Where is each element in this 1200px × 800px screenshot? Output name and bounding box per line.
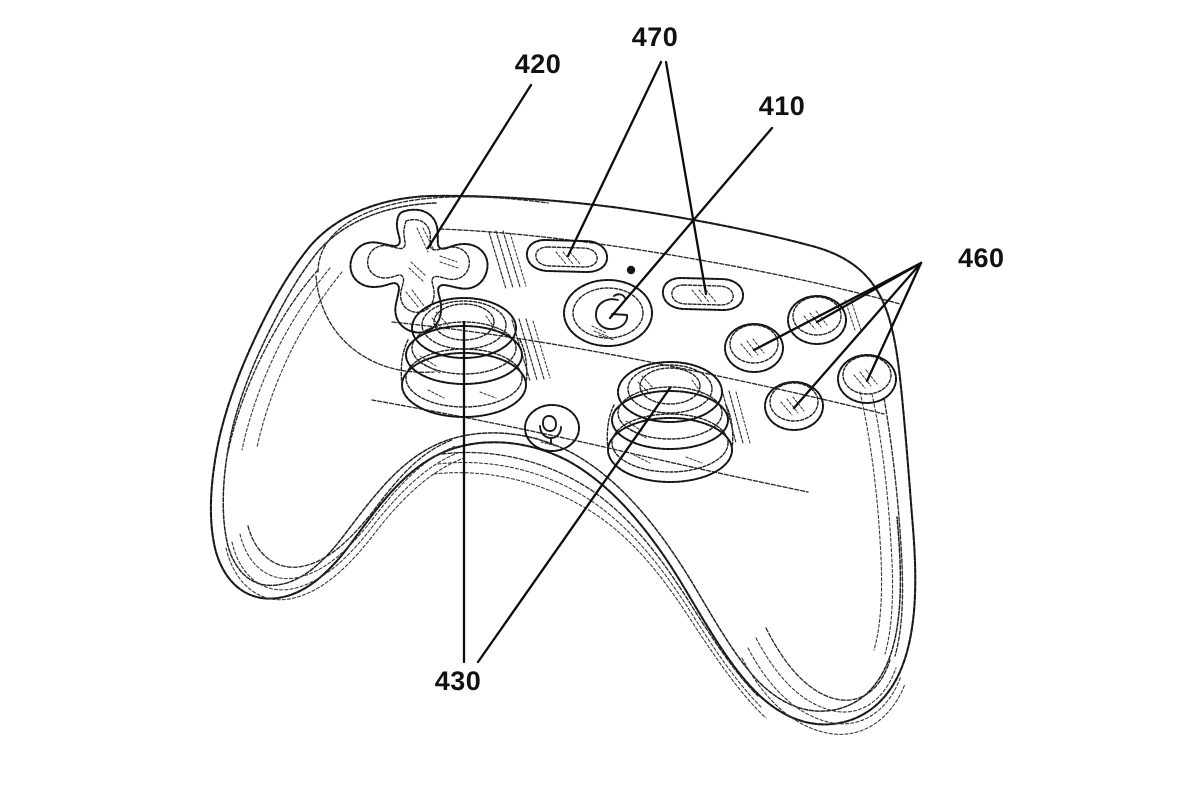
option-button-right-inner xyxy=(671,284,734,306)
left-grip-contours xyxy=(225,267,465,601)
option-button-left-inner xyxy=(535,246,598,268)
right-grip-contours xyxy=(741,391,906,735)
right-thumbstick-shading xyxy=(625,375,703,464)
left-grip-contour-2 xyxy=(241,267,331,451)
faceplate-parting-line-lower xyxy=(371,399,809,493)
right-thumbstick-cap-inner xyxy=(627,364,713,414)
dpad-outer-cross[interactable] xyxy=(349,208,489,334)
leader-line-430-right xyxy=(476,386,672,664)
left-grip-contour-1 xyxy=(227,269,319,453)
face-button-top-inner xyxy=(792,296,842,336)
microphone-icon xyxy=(539,415,562,444)
right-thumbstick-dish xyxy=(639,367,701,405)
controller-body-outline xyxy=(209,194,917,726)
leader-line-460-c xyxy=(865,261,923,383)
left-grip-ridge-1 xyxy=(247,439,453,568)
ref-label-410: 410 xyxy=(759,91,806,121)
leader-line-460-d xyxy=(792,261,923,410)
option-buttons[interactable] xyxy=(525,239,745,311)
left-thumbstick-shading xyxy=(419,311,497,399)
assistant-logo-glyph xyxy=(595,293,629,330)
face-button-left[interactable] xyxy=(724,323,784,373)
right-thumbstick-cap[interactable] xyxy=(617,361,723,423)
assistant-button-shading xyxy=(591,325,615,341)
face-button-left-inner xyxy=(729,324,779,364)
right-thumbstick[interactable] xyxy=(606,361,734,483)
controller-body xyxy=(209,194,917,735)
shell-shading-hatching xyxy=(488,230,862,444)
left-grip-ridge-2 xyxy=(239,445,457,580)
face-button-top-outline[interactable] xyxy=(787,295,847,345)
right-thumbstick-shaft-left xyxy=(606,404,615,451)
saddle-contour-1 xyxy=(441,451,759,697)
assistant-button-outer-ring[interactable] xyxy=(563,279,653,347)
ref-label-470: 470 xyxy=(632,22,679,52)
leader-line-460-b xyxy=(815,261,923,324)
left-grip-ridge-3 xyxy=(231,451,461,591)
right-thumbstick-mid-ring xyxy=(611,390,729,450)
right-grip-contour-3 xyxy=(859,391,883,651)
right-grip-ridge-2 xyxy=(755,637,897,713)
leader-line-470-left xyxy=(566,60,663,258)
leader-line-470-right xyxy=(664,60,708,296)
right-thumbstick-shaft-right xyxy=(725,404,734,451)
dpad-shading xyxy=(405,227,459,309)
left-thumbstick-shaft-right xyxy=(519,339,528,386)
face-buttons[interactable] xyxy=(724,295,897,431)
option-button-left-outline[interactable] xyxy=(525,239,609,273)
status-dot xyxy=(626,265,636,275)
face-button-top[interactable] xyxy=(787,295,847,345)
right-thumbstick-base-inner xyxy=(611,413,729,473)
assistant-button-inner-ring xyxy=(572,287,644,339)
deck-crease-left xyxy=(315,275,435,373)
option-button-right[interactable] xyxy=(661,277,745,311)
directional-pad[interactable] xyxy=(349,208,489,334)
face-button-right-outline[interactable] xyxy=(837,354,897,404)
reference-numerals: 420 470 410 460 430 xyxy=(435,22,1005,696)
ref-label-430: 430 xyxy=(435,666,482,696)
leader-lines xyxy=(426,60,923,664)
left-grip-ridge-4 xyxy=(225,457,465,601)
assistant-button[interactable] xyxy=(563,279,653,347)
dpad-inner-cross xyxy=(366,218,471,314)
ref-label-460: 460 xyxy=(958,243,1005,273)
microphone-button[interactable] xyxy=(524,404,580,452)
face-button-bottom[interactable] xyxy=(764,381,824,431)
leader-line-410 xyxy=(608,126,774,320)
saddle-contour-3 xyxy=(433,472,767,719)
right-grip-contour-1 xyxy=(883,397,904,657)
left-thumbstick-shaft-left xyxy=(400,339,409,386)
right-grip-ridge-4 xyxy=(741,657,906,735)
faceplate-parting-line-upper xyxy=(439,228,901,305)
saddle-contour-2 xyxy=(437,461,763,709)
microphone-button-shading xyxy=(535,437,557,447)
left-grip-contour-3 xyxy=(256,271,343,448)
face-button-bottom-outline[interactable] xyxy=(764,381,824,431)
face-button-bottom-inner xyxy=(769,382,819,422)
right-grip-contour-2 xyxy=(871,393,894,655)
face-button-right[interactable] xyxy=(837,354,897,404)
right-grip-ridge-3 xyxy=(747,647,902,725)
microphone-button-ring[interactable] xyxy=(524,404,580,452)
face-button-left-outline[interactable] xyxy=(724,323,784,373)
upper-deck-edge-left xyxy=(317,196,549,273)
controller-body-inner-edge xyxy=(222,202,902,712)
face-button-right-inner xyxy=(842,355,892,395)
right-grip-ridge-1 xyxy=(765,627,891,701)
option-button-right-outline[interactable] xyxy=(661,277,745,311)
center-saddle-contours xyxy=(433,451,767,719)
ref-label-420: 420 xyxy=(515,49,562,79)
option-button-left[interactable] xyxy=(525,239,609,273)
leader-line-420 xyxy=(426,83,533,250)
